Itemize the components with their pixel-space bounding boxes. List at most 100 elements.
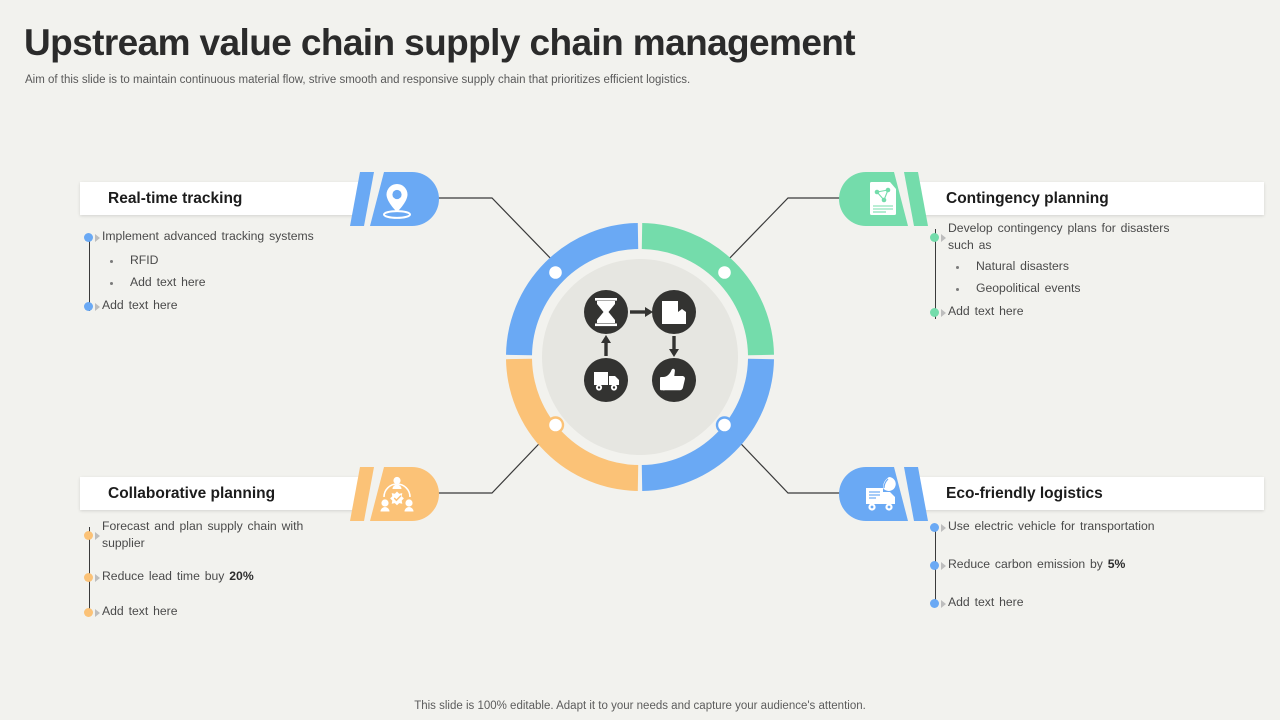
bullet-dot [84,531,93,540]
flow-arrows [601,307,679,357]
bullet-text: Add text here [948,595,1024,609]
slash-shape [350,172,374,226]
sub-bullet-dot [956,266,959,269]
sub-bullet-item: Geopolitical events [956,280,1190,297]
bullet-item: Reduce carbon emission by 5% [930,556,1190,575]
sub-bullet-text: Add text here [130,274,206,289]
box-icon [652,290,696,334]
bullet-text: Add text here [948,304,1024,318]
bullet-spine [88,527,90,611]
bullet-dot [930,308,939,317]
bullet-item: Implement advanced tracking systems [84,228,384,247]
card-title: Collaborative planning [108,484,276,502]
bullet-group: Develop contingency plans for disasters … [930,220,1190,322]
truck-icon [584,358,628,402]
arc-bottom-left [506,358,639,491]
bullet-dot [930,561,939,570]
bullet-arrow-icon [941,561,946,570]
bullet-text: Add text here [102,604,178,618]
sub-bullet-item: Natural disasters [956,258,1190,275]
bullet-list: Forecast and plan supply chain with supp… [84,518,334,622]
bullet-text: Develop contingency plans for disasters … [948,221,1170,252]
bullet-arrow-icon [95,531,100,540]
people-network-nodes [380,476,414,512]
card-title: Eco-friendly logistics [946,484,1103,502]
badge-group [350,172,439,226]
bullet-marker [84,229,102,247]
node-bottom-right [715,416,734,434]
bullet-item: Add text here [930,594,1190,613]
bullet-dot [930,523,939,532]
title-bar: Contingency planning [918,182,1264,215]
bullet-item: Use electric vehicle for transportation [930,518,1190,537]
title-bar: Eco-friendly logistics [918,477,1264,510]
bullet-dot [84,608,93,617]
badge-group [839,172,928,226]
bullet-marker [84,569,102,587]
bullet-list: Develop contingency plans for disasters … [930,220,1190,322]
page-title: Upstream value chain supply chain manage… [24,22,856,63]
bullet-item: Add text here [930,303,1190,322]
slash-shape [904,467,928,521]
bullet-dot [930,233,939,242]
ring-inner-disc [542,259,738,455]
node-top-left [546,263,565,282]
bullet-arrow-icon [941,599,946,608]
bullet-text: Forecast and plan supply chain with supp… [102,519,304,550]
bullet-marker [84,298,102,316]
bullet-text: Add text here [102,298,178,312]
badge-shape [370,467,439,521]
bullet-group: Forecast and plan supply chain with supp… [84,518,334,622]
bullet-item: Develop contingency plans for disasters … [930,220,1190,253]
hourglass-icon [584,290,628,334]
footer-note: This slide is 100% editable. Adapt it to… [414,700,866,712]
delivery-truck-icon [866,477,896,511]
bullet-arrow-icon [95,573,100,582]
slash-shape [350,467,374,521]
card-title: Real-time tracking [108,189,243,207]
bullet-spine [88,237,90,311]
node-bottom-left [546,416,565,434]
bullet-item: Reduce lead time buy 20% [84,568,334,587]
sub-bullet-text: Geopolitical events [976,280,1081,295]
bullet-item: Add text here [84,297,384,316]
title-bar: Real-time tracking [80,182,360,215]
node-top-right [715,263,734,282]
bullet-dot [84,573,93,582]
page-subtitle: Aim of this slide is to maintain continu… [25,74,691,86]
slash-shape [904,172,928,226]
badge-group [350,467,439,521]
document-plan-icon [870,182,896,215]
bullet-marker [930,519,948,537]
bullet-arrow-icon [941,523,946,532]
bullet-emphasis: 20% [229,569,254,583]
bullet-marker [930,304,948,322]
thumbs-up-icon [652,358,696,402]
bullet-spine [934,229,936,319]
location-pin-icon [383,184,411,219]
bullet-dot [84,233,93,242]
bullet-marker [84,604,102,622]
bullet-marker [930,595,948,613]
arc-bottom-right [641,358,774,491]
bullet-text: Implement advanced tracking systems [102,229,314,243]
bullet-arrow-icon [95,233,100,242]
sub-bullet-dot [110,281,113,285]
bullet-group: Use electric vehicle for transportation … [930,518,1190,613]
sub-bullet-item: Add text here [110,274,384,291]
bullet-dot [930,599,939,608]
bullet-list: Use electric vehicle for transportation … [930,518,1190,613]
bullet-arrow-icon [941,233,946,242]
bullet-item: Add text here [84,603,334,622]
bullet-text: Use electric vehicle for transportation [948,519,1155,533]
central-cycle-diagram [506,223,774,491]
bullet-marker [930,229,948,247]
sub-bullet-item: RFID [110,252,384,269]
card-title: Contingency planning [946,189,1109,207]
bullet-text: Reduce carbon emission by 5% [948,557,1126,571]
bullet-marker [84,527,102,545]
bullet-item: Forecast and plan supply chain with supp… [84,518,334,551]
bullet-list: Implement advanced tracking systems RFID… [84,228,384,316]
bullet-arrow-icon [95,302,100,311]
